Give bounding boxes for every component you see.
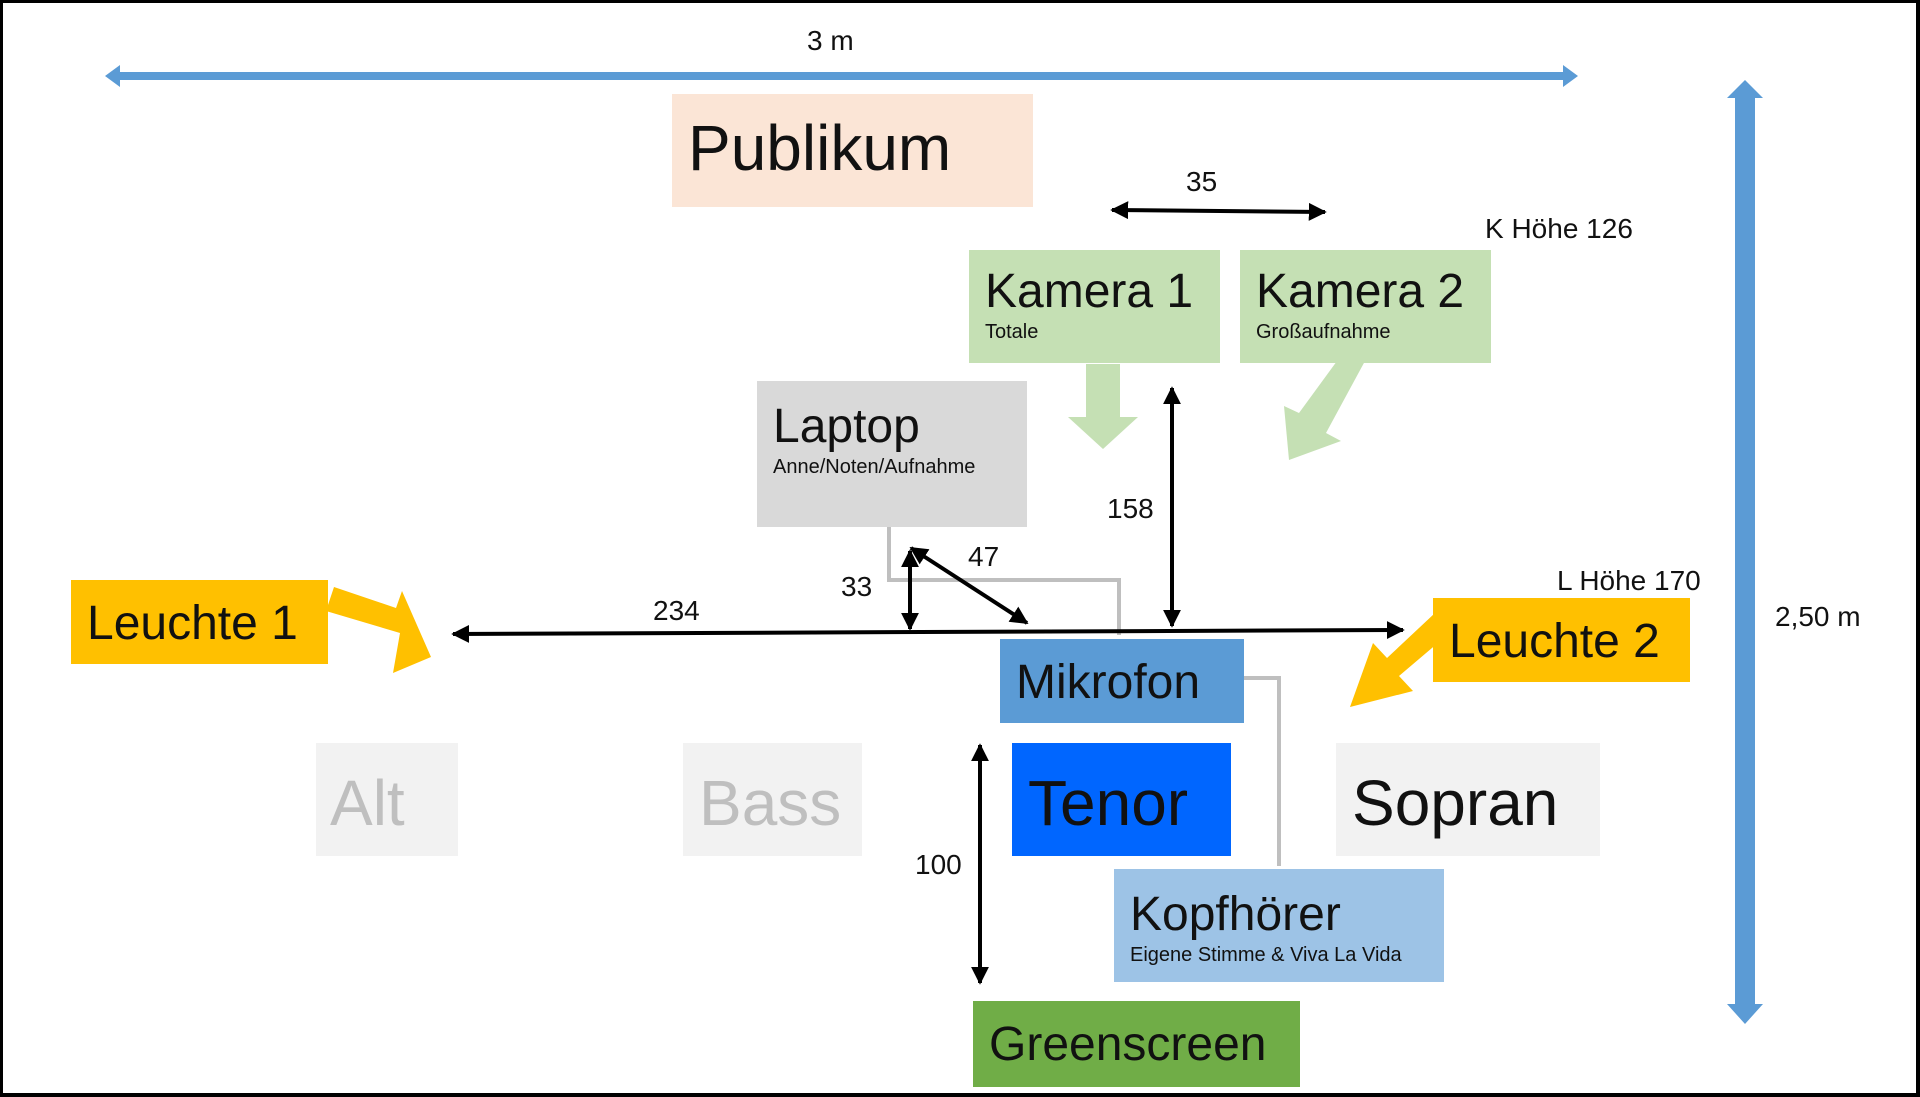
camera-height-label: K Höhe 126 [1485,213,1633,244]
laptop-to-line-label: 33 [841,571,873,602]
camera-gap-label: 35 [1186,166,1218,197]
camera1-sublabel: Totale [985,321,1039,343]
camera2-box: Kamera 2 Großaufnahme [1240,250,1491,363]
height-dimension-arrow [1727,80,1763,1024]
width-dimension-arrow [105,65,1578,87]
light2-box: Leuchte 2 [1433,598,1690,682]
laptop-label: Laptop [773,400,920,453]
tenor-box: Tenor [1012,743,1231,856]
laptop-to-mic-arrow [909,546,1029,625]
light1-box: Leuchte 1 [71,580,328,664]
light2-label: Leuchte 2 [1449,615,1660,668]
camera2-sublabel: Großaufnahme [1256,321,1391,343]
microphone-label: Mikrofon [1016,656,1201,709]
camera1-view-arrow [1068,364,1138,449]
alto-label: Alt [330,767,405,839]
light1-label: Leuchte 1 [87,597,298,650]
headphones-sublabel: Eigene Stimme & Viva La Vida [1130,944,1402,966]
greenscreen-label: Greenscreen [989,1018,1267,1071]
soprano-label: Sopran [1352,767,1559,839]
laptop-sublabel: Anne/Noten/Aufnahme [773,456,976,478]
camera-gap-arrow [1110,201,1327,221]
audience-label: Publikum [688,112,952,184]
alto-box: Alt [316,743,458,856]
laptop-box: Laptop Anne/Noten/Aufnahme [757,381,1027,527]
headphones-label: Kopfhörer [1130,888,1341,941]
height-label: 2,50 m [1775,601,1861,632]
audience-box: Publikum [672,94,1033,207]
light-span-label: 234 [653,595,700,626]
light1-beam-arrow [326,587,431,673]
bass-box: Bass [683,743,862,856]
tenor-label: Tenor [1028,767,1189,839]
headphones-box: Kopfhörer Eigene Stimme & Viva La Vida [1114,869,1444,982]
mic-to-greenscreen-label: 100 [915,849,962,880]
mic-headphones-connector [1239,676,1281,866]
bass-label: Bass [699,767,842,839]
light-height-label: L Höhe 170 [1557,565,1701,596]
greenscreen-box: Greenscreen [973,1001,1300,1087]
width-label: 3 m [807,25,854,56]
camera1-box: Kamera 1 Totale [969,250,1220,363]
camera-to-mic-label: 158 [1107,493,1154,524]
camera2-view-arrow [1284,361,1365,460]
light2-beam-arrow [1350,613,1452,707]
light-span-arrow [451,621,1405,643]
microphone-box: Mikrofon [1000,639,1244,723]
camera2-label: Kamera 2 [1256,265,1465,318]
dimension-layer [105,65,1763,1024]
soprano-box: Sopran [1336,743,1600,856]
stage-diagram: Publikum Kamera 1 Totale Kamera 2 Großau… [3,3,1916,1093]
camera1-label: Kamera 1 [985,265,1194,318]
laptop-to-mic-label: 47 [968,541,1000,572]
connector-layer [326,361,1452,866]
